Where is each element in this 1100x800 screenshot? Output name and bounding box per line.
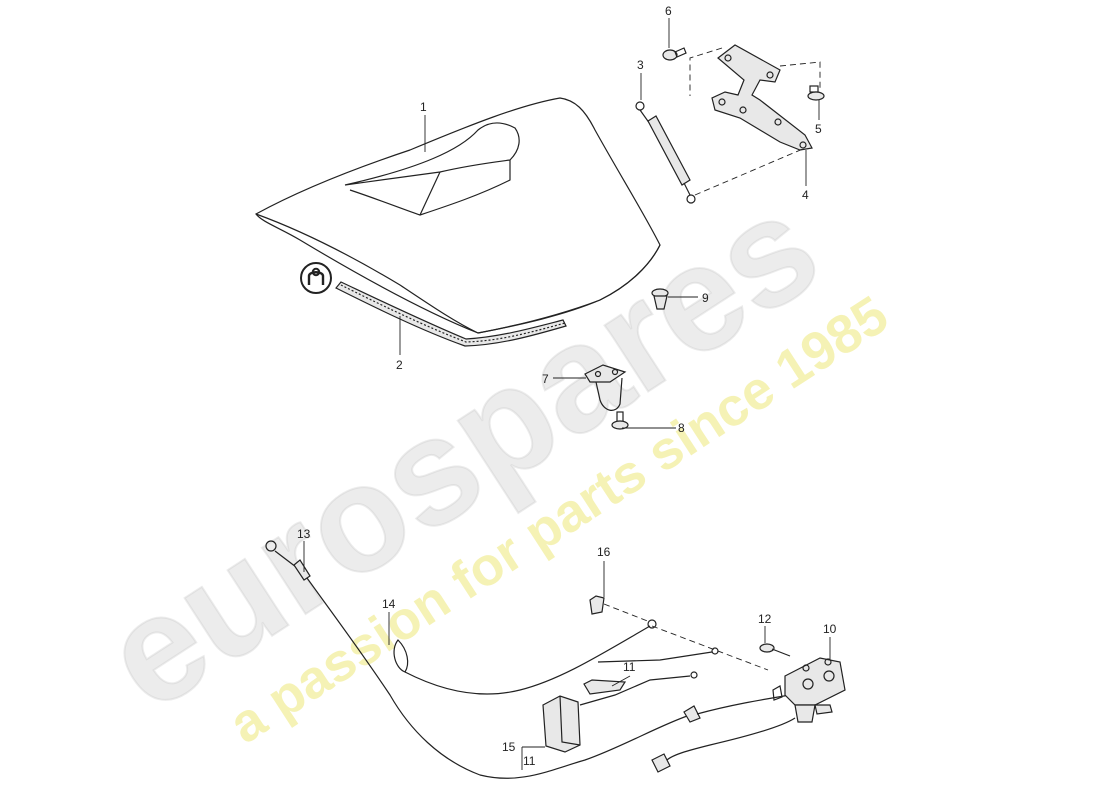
callout-11-upper: 11 — [623, 660, 636, 674]
callout-10: 10 — [823, 622, 837, 636]
striker-part — [584, 364, 627, 411]
callout-6: 6 — [665, 4, 672, 18]
hinge-part — [711, 44, 813, 151]
assembly-guides — [603, 47, 821, 671]
release-cable-part — [265, 540, 791, 779]
seal-symbol-icon — [300, 262, 332, 294]
leader-lines — [303, 18, 831, 770]
bolt-6-part — [662, 47, 687, 61]
seal-part — [335, 281, 567, 347]
watermark-brand: eurospares — [76, 160, 846, 741]
callout-7: 7 — [542, 372, 549, 386]
callout-labels: 1 2 3 4 5 6 7 8 9 10 11 11 12 13 14 15 1… — [297, 4, 837, 768]
bolt-8-part — [611, 411, 629, 430]
gas-strut-part — [635, 101, 696, 204]
hood-lock-part — [772, 657, 846, 723]
lock-switch-connector — [651, 717, 796, 773]
callout-1: 1 — [420, 100, 427, 114]
callout-4: 4 — [802, 188, 809, 202]
callout-13: 13 — [297, 527, 311, 541]
hood-part — [255, 97, 661, 334]
cable-clip-part — [589, 595, 605, 615]
bolt-5-part — [807, 85, 825, 101]
callout-12: 12 — [758, 612, 772, 626]
callout-3: 3 — [637, 58, 644, 72]
callout-14: 14 — [382, 597, 396, 611]
callout-8: 8 — [678, 421, 685, 435]
cable-loop-part — [393, 619, 657, 695]
watermark: eurospares a passion for parts since 198… — [75, 159, 899, 755]
callout-15: 15 — [502, 740, 516, 754]
bolt-12-part — [759, 643, 791, 657]
callout-2: 2 — [396, 358, 403, 372]
clip-9-part — [651, 288, 669, 310]
callout-11-lower: 11 — [523, 754, 536, 768]
callout-16: 16 — [597, 545, 611, 559]
release-handle-part — [542, 647, 719, 753]
callout-9: 9 — [702, 291, 709, 305]
callout-5: 5 — [815, 122, 822, 136]
